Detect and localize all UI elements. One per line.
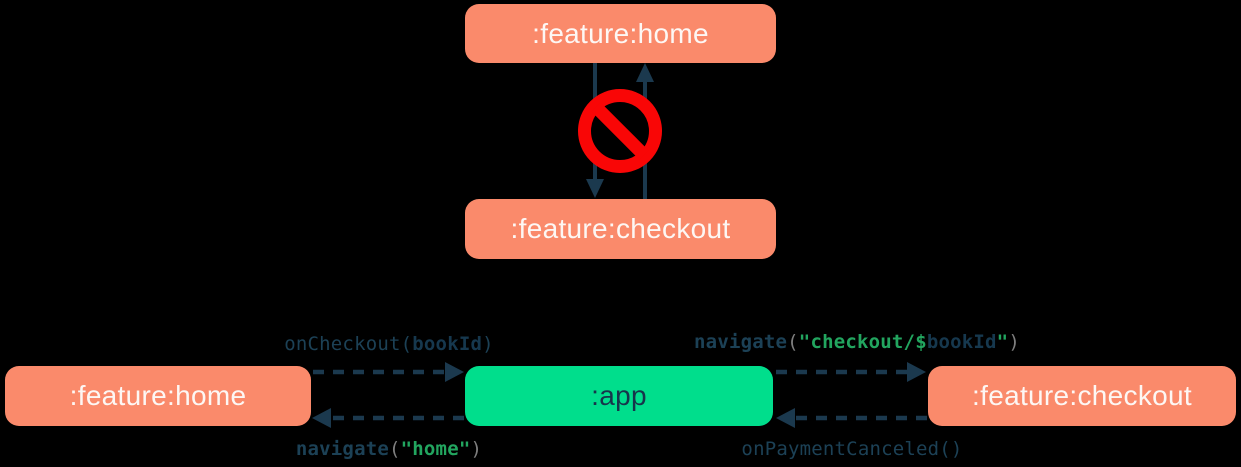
node-label: :feature:home (532, 17, 709, 49)
call-label-navigate-checkout: navigate("checkout/$bookId") (694, 331, 1020, 353)
code-token-string: "checkout/$ (798, 331, 927, 353)
code-token-function: navigate (295, 438, 389, 460)
call-label-navigate-home: navigate("home") (296, 438, 482, 460)
node-feature-home: :feature:home (5, 366, 311, 426)
node-feature-home-top: :feature:home (465, 4, 776, 63)
code-token-paren: ( (389, 438, 401, 460)
no-entry-slash (591, 102, 649, 160)
arrowhead-down (586, 179, 604, 198)
code-token-function: navigate (694, 331, 788, 353)
code-token-variable: bookId (926, 331, 997, 353)
arrowhead-left-home (312, 408, 331, 428)
node-feature-checkout-top: :feature:checkout (465, 199, 776, 259)
node-label: :app (591, 380, 647, 411)
arrowhead-right-checkout (907, 362, 926, 382)
arrowhead-left-app (776, 408, 795, 428)
call-label-onpaymentcanceled: onPaymentCanceled() (741, 438, 962, 460)
call-label-oncheckout: onCheckout(bookId) (284, 333, 494, 355)
code-token-paren: ) (1008, 331, 1020, 353)
dashed-arrows (312, 362, 927, 428)
code-token-string: "home" (400, 438, 471, 460)
code-token-variable: bookId (412, 333, 483, 355)
node-app: :app (465, 366, 773, 426)
code-token-paren: ( (787, 331, 799, 353)
code-token-paren: ) (470, 438, 483, 460)
code-token: onPaymentCanceled() (741, 438, 963, 460)
node-label: :feature:checkout (972, 380, 1192, 411)
code-token: ) (482, 333, 494, 355)
code-token-string: " (996, 331, 1009, 353)
code-token: onCheckout( (284, 333, 413, 355)
arrowhead-right-app (445, 362, 464, 382)
node-label: :feature:checkout (510, 213, 731, 244)
node-label: :feature:home (69, 380, 247, 411)
no-entry-icon (578, 89, 662, 173)
arrowhead-up (636, 63, 654, 82)
node-feature-checkout: :feature:checkout (928, 366, 1236, 426)
